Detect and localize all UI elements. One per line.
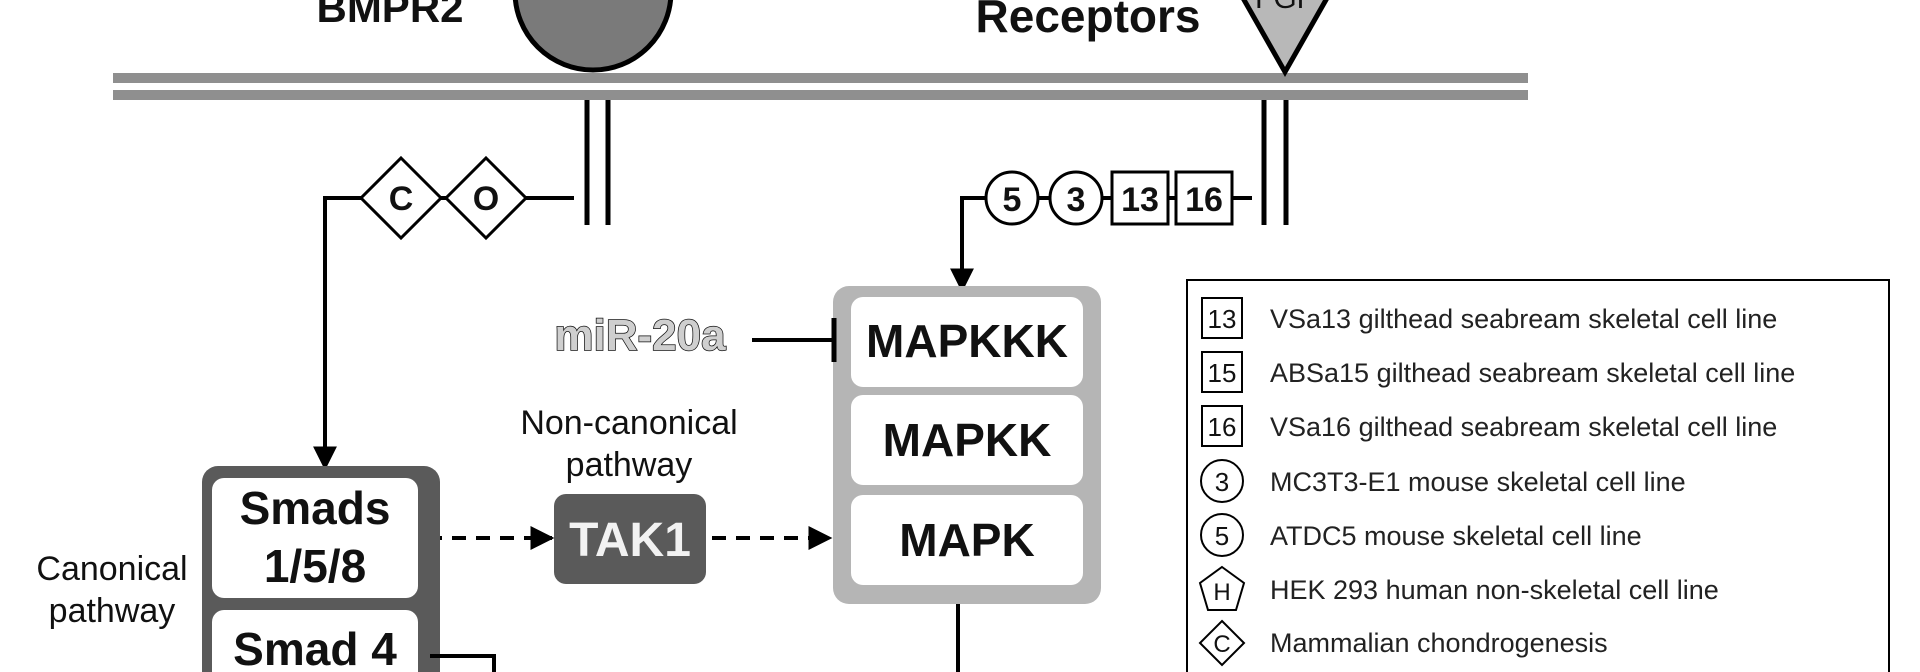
legend-symbol-circle: [1200, 459, 1244, 503]
legend: 13 VSa13 gilthead seabream skeletal cell…: [1186, 279, 1890, 672]
legend-box: [1186, 279, 1890, 672]
svg-text:MC3T3-E1 mouse skeletal cell l: MC3T3-E1 mouse skeletal cell line: [1270, 467, 1686, 497]
smad4-connector: [430, 654, 496, 672]
svg-text:3: 3: [1215, 467, 1229, 497]
legend-item: 15 ABSa15 gilthead seabream skeletal cel…: [1201, 351, 1795, 393]
fgf-receptor: FGF Receptors: [974, 0, 1329, 78]
noncanonical-label: Non-canonical pathway: [520, 404, 737, 484]
legend-item: 13 VSa13 gilthead seabream skeletal cell…: [1201, 297, 1777, 339]
svg-text:13: 13: [1208, 304, 1237, 334]
smad4-box: Smad 4: [212, 610, 418, 672]
marker-square-16: 16: [1174, 170, 1234, 226]
smads-complex: Smads 1/5/8 Smad 4: [202, 466, 496, 672]
svg-text:16: 16: [1208, 412, 1237, 442]
mirna-label: miR-20a: [554, 311, 726, 360]
mapk-cascade: MAPKKK MAPKK MAPK: [833, 286, 1101, 604]
svg-text:VSa13 gilthead seabream skelet: VSa13 gilthead seabream skeletal cell li…: [1270, 304, 1777, 334]
svg-text:H: H: [1213, 579, 1230, 606]
svg-text:13: 13: [1121, 181, 1159, 219]
cell-membrane: [113, 73, 1528, 100]
legend-item: 3 MC3T3-E1 mouse skeletal cell line: [1200, 459, 1686, 503]
tak1-box: TAK1: [554, 494, 706, 584]
svg-text:pathway: pathway: [566, 446, 693, 484]
legend-item: 5 ATDC5 mouse skeletal cell line: [1200, 513, 1642, 557]
legend-symbol-square: [1201, 405, 1243, 447]
mapkk-box: MAPKK: [851, 395, 1083, 485]
smads-158-box: Smads 1/5/8: [212, 478, 418, 598]
marker-square-13: 13: [1110, 170, 1170, 226]
svg-text:C: C: [389, 180, 414, 218]
svg-text:Non-canonical: Non-canonical: [520, 404, 737, 442]
svg-text:pathway: pathway: [49, 592, 176, 630]
marker-circle-3: 3: [1048, 170, 1104, 226]
bmpr2-circle: [512, 0, 674, 73]
svg-text:Smads: Smads: [240, 482, 391, 534]
legend-symbol-pentagon: [1198, 565, 1246, 611]
bmpr2-label: BMPR2: [316, 0, 463, 31]
svg-text:3: 3: [1067, 181, 1086, 219]
svg-text:Smad 4: Smad 4: [233, 623, 397, 672]
svg-text:Mammalian chondrogenesis: Mammalian chondrogenesis: [1270, 628, 1608, 658]
svg-text:ABSa15 gilthead seabream skele: ABSa15 gilthead seabream skeletal cell l…: [1270, 358, 1795, 388]
svg-text:VSa16 gilthead seabream skelet: VSa16 gilthead seabream skeletal cell li…: [1270, 412, 1777, 442]
svg-text:5: 5: [1003, 181, 1022, 219]
marker-circle-5: 5: [984, 170, 1040, 226]
svg-text:15: 15: [1208, 358, 1237, 388]
legend-item: H HEK 293 human non-skeletal cell line: [1198, 565, 1719, 611]
mirna-inhibition: miR-20a: [554, 310, 837, 362]
legend-item: C Mammalian chondrogenesis: [1198, 619, 1608, 667]
mapk-box: MAPK: [851, 495, 1083, 585]
svg-text:MAPKK: MAPKK: [883, 414, 1052, 466]
svg-text:C: C: [1213, 631, 1230, 658]
svg-text:1/5/8: 1/5/8: [264, 540, 366, 592]
noncanonical-markers: 5 3 13 16: [984, 170, 1234, 226]
legend-symbol-square: [1201, 351, 1243, 393]
svg-text:ATDC5 mouse skeletal cell line: ATDC5 mouse skeletal cell line: [1270, 521, 1642, 551]
mapkkk-box: MAPKKK: [851, 297, 1083, 387]
canonical-markers: C O: [358, 155, 529, 241]
svg-text:MAPK: MAPK: [899, 514, 1034, 566]
marker-diamond-o: O: [443, 155, 529, 241]
svg-text:5: 5: [1215, 521, 1229, 551]
svg-text:16: 16: [1185, 181, 1223, 219]
bmpr2-transmembrane-lines: [584, 100, 611, 225]
legend-symbol-square: [1201, 297, 1243, 339]
fgf-label: FGF: [1255, 0, 1315, 15]
legend-item: 16 VSa16 gilthead seabream skeletal cell…: [1201, 405, 1777, 447]
svg-text:O: O: [473, 180, 499, 218]
svg-text:HEK 293 human non-skeletal cel: HEK 293 human non-skeletal cell line: [1270, 575, 1719, 605]
marker-diamond-c: C: [358, 155, 444, 241]
receptors-label: Receptors: [976, 0, 1201, 42]
bmpr2-receptor: BMPR2: [314, 0, 674, 73]
svg-text:MAPKKK: MAPKKK: [866, 315, 1068, 367]
fgf-triangle: [1241, 0, 1329, 78]
svg-text:Canonical: Canonical: [36, 550, 187, 588]
fgf-transmembrane-lines: [1261, 100, 1289, 225]
canonical-label: Canonical pathway: [36, 550, 187, 630]
legend-symbol-diamond: [1198, 619, 1246, 667]
svg-text:TAK1: TAK1: [569, 514, 691, 567]
legend-symbol-circle: [1200, 513, 1244, 557]
